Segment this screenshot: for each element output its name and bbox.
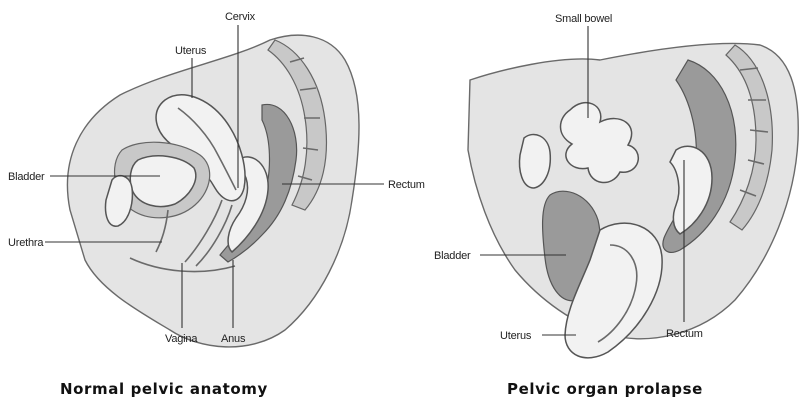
label-rectum-prolapse: Rectum (666, 328, 703, 340)
normal-anatomy-illustration (67, 35, 359, 347)
label-uterus-prolapse: Uterus (500, 330, 532, 342)
label-bladder-normal: Bladder (8, 171, 45, 183)
label-urethra: Urethra (8, 237, 44, 249)
label-small-bowel: Small bowel (555, 13, 612, 25)
prolapse-illustration (468, 43, 798, 357)
caption-pelvic-organ-prolapse: Pelvic organ prolapse (507, 380, 703, 398)
label-bladder-prolapse: Bladder (434, 250, 471, 262)
label-cervix: Cervix (225, 11, 256, 23)
label-uterus-normal: Uterus (175, 45, 207, 57)
caption-normal-anatomy: Normal pelvic anatomy (60, 380, 268, 398)
label-anus: Anus (221, 333, 246, 345)
label-vagina: Vagina (165, 333, 198, 345)
label-rectum-normal: Rectum (388, 179, 425, 191)
